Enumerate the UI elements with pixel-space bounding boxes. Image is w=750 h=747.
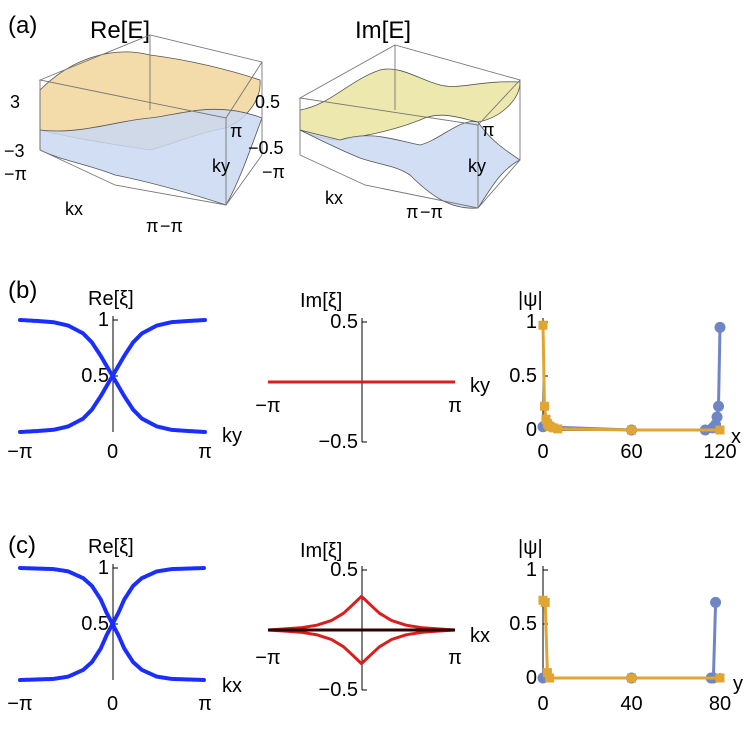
chart-a-im-title: Im[E] [355, 17, 411, 44]
y-tick-label: 1 [98, 309, 109, 331]
x-tick-label: 80 [709, 693, 731, 715]
x-tick-label: −π [7, 441, 32, 463]
x-axis-label: kx [470, 625, 490, 647]
y-tick-label: −0.5 [319, 431, 358, 453]
y-tick: π [230, 121, 242, 141]
y-tick-label: 1 [526, 559, 537, 581]
data-point [539, 401, 549, 411]
x-axis-label: ky [470, 375, 490, 397]
series-curve [18, 372, 207, 434]
data-point [627, 425, 636, 435]
y-tick-label: 0.5 [81, 365, 109, 387]
series-curve [18, 619, 207, 682]
x-tick-label: 0 [537, 441, 548, 463]
series-line [541, 599, 720, 680]
x-axis-label: kx [65, 199, 83, 219]
x-axis-label: y [733, 673, 743, 695]
chart-b-im: Im[ξ] ky 0.5 −0.5 −π π [255, 290, 490, 453]
y-tick-label: 0 [526, 667, 537, 689]
data-point [710, 596, 722, 608]
data-point [540, 597, 550, 607]
z-tick: −3 [4, 141, 25, 161]
x-tick-label: π [198, 441, 212, 463]
x-tick: π [146, 216, 158, 236]
y-tick-label: 0.5 [330, 559, 358, 581]
z-tick: 3 [10, 92, 20, 112]
panel-label-b: (b) [8, 277, 37, 304]
data-point [714, 321, 726, 333]
y-tick: π [482, 120, 494, 140]
x-tick-label: −π [255, 395, 280, 417]
chart-c-im: Im[ξ] kx 0.5 −0.5 −π π [255, 540, 490, 701]
y-tick: −π [420, 202, 443, 222]
chart-b-psi: |ψ| x 0 0.5 1 0 60 120 [509, 289, 741, 463]
x-axis-label: ky [222, 425, 242, 447]
chart-title: |ψ| [518, 289, 543, 311]
z-tick: −0.5 [248, 138, 284, 158]
x-tick-label: 0 [537, 693, 548, 715]
data-point [627, 673, 636, 683]
chart-title: Re[ξ] [88, 288, 134, 310]
x-axis-label: x [731, 426, 741, 448]
data-point [542, 668, 552, 678]
x-tick-label: π [448, 647, 462, 669]
y-tick-label: 0.5 [81, 613, 109, 635]
series-line [543, 602, 718, 680]
chart-title: Im[ξ] [300, 290, 342, 312]
chart-a-im: Im[E] 0.5 −0.5 −π π kx π −π ky [248, 17, 521, 222]
data-point [713, 400, 725, 412]
x-axis-label: kx [325, 188, 343, 208]
surface-lower [299, 121, 521, 209]
panel-label-a: (a) [8, 12, 37, 39]
y-tick-label: 1 [526, 311, 537, 333]
surface-lower [39, 108, 263, 206]
x-axis-label: kx [222, 675, 242, 697]
data-point [711, 411, 723, 423]
series-line [267, 594, 456, 632]
y-axis-label: ky [212, 156, 230, 176]
x-tick-label: −π [7, 693, 32, 715]
x-tick-label: 120 [703, 441, 736, 463]
series-line [542, 327, 722, 432]
chart-c-psi: |ψ| y 0 0.5 1 0 40 80 [509, 537, 743, 715]
y-tick-label: 0.5 [509, 613, 537, 635]
panel-label-c: (c) [8, 532, 36, 559]
data-point [553, 424, 563, 434]
series-line [267, 628, 456, 666]
x-tick: −π [262, 162, 285, 182]
data-point [545, 673, 555, 683]
x-tick-label: π [198, 693, 212, 715]
chart-c-re: Re[ξ] kx 0.5 1 −π 0 π [7, 536, 242, 715]
y-axis-label: ky [468, 156, 486, 176]
y-tick-label: −0.5 [319, 679, 358, 701]
y-tick: −π [160, 216, 183, 236]
chart-title: Re[ξ] [88, 536, 134, 558]
chart-b-re: Re[ξ] ky 0.5 1 −π 0 π [7, 288, 242, 463]
data-point [715, 673, 725, 683]
x-tick-label: π [448, 395, 462, 417]
x-tick-label: 0 [107, 693, 118, 715]
z-tick: 0.5 [255, 92, 280, 112]
y-tick-label: 1 [98, 557, 109, 579]
chart-title: Im[ξ] [300, 540, 342, 562]
x-tick: π [406, 202, 418, 222]
y-tick-label: 0 [526, 419, 537, 441]
data-point [538, 320, 548, 330]
x-tick-label: −π [255, 647, 280, 669]
y-tick-label: 0.5 [330, 311, 358, 333]
data-point [715, 425, 725, 435]
x-tick-label: 0 [107, 441, 118, 463]
y-tick-label: 0.5 [509, 365, 537, 387]
x-tick: −π [4, 164, 27, 184]
chart-a-re: Re[E] 3 −3 −π π kx π −π ky [4, 17, 263, 236]
chart-title: |ψ| [518, 537, 543, 559]
series-line [541, 325, 720, 432]
chart-a-re-title: Re[E] [90, 17, 150, 44]
x-tick-label: 40 [620, 693, 642, 715]
x-tick-label: 60 [620, 441, 642, 463]
box-frame [298, 44, 521, 209]
box-frame [38, 34, 263, 206]
